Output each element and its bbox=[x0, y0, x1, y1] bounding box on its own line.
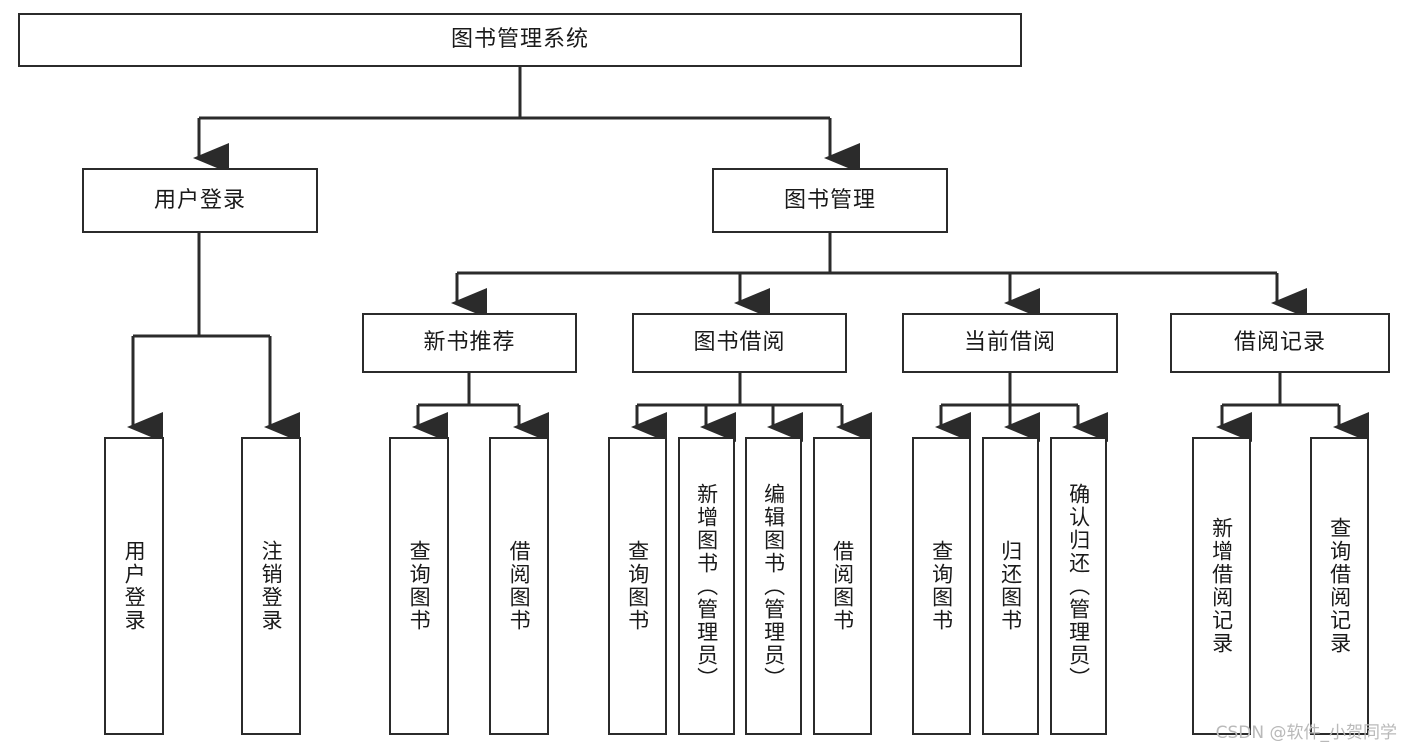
node-user-login[interactable]: 用户登录 bbox=[82, 168, 318, 233]
leaf-record-query-record[interactable]: 查询借阅记录 bbox=[1310, 437, 1369, 735]
node-label: 用户登录 bbox=[122, 540, 147, 632]
node-label: 查询图书 bbox=[625, 540, 650, 632]
node-label: 查询图书 bbox=[407, 540, 432, 632]
node-label: 图书借阅 bbox=[693, 330, 786, 356]
node-label: 用户登录 bbox=[153, 187, 246, 213]
node-label: 新增图书（管理员） bbox=[694, 482, 719, 690]
leaf-recommend-borrow-book[interactable]: 借阅图书 bbox=[489, 437, 549, 735]
leaf-user-login-signout[interactable]: 注销登录 bbox=[241, 437, 301, 735]
leaf-recommend-query-book[interactable]: 查询图书 bbox=[389, 437, 449, 735]
node-label: 图书管理系统 bbox=[450, 27, 589, 53]
leaf-borrow-edit-book-admin[interactable]: 编辑图书（管理员） bbox=[745, 437, 802, 735]
node-label: 编辑图书（管理员） bbox=[761, 482, 786, 690]
node-label: 新增借阅记录 bbox=[1209, 517, 1234, 655]
node-label: 归还图书 bbox=[998, 540, 1023, 632]
node-root-system[interactable]: 图书管理系统 bbox=[18, 13, 1022, 67]
node-label: 借阅图书 bbox=[830, 540, 855, 632]
node-label: 图书管理 bbox=[783, 187, 876, 213]
node-label: 注销登录 bbox=[259, 540, 284, 632]
node-label: 借阅记录 bbox=[1233, 330, 1326, 356]
node-label: 确认归还（管理员） bbox=[1066, 482, 1091, 690]
leaf-current-return-book[interactable]: 归还图书 bbox=[982, 437, 1039, 735]
node-book-borrow[interactable]: 图书借阅 bbox=[632, 313, 847, 373]
leaf-borrow-add-book-admin[interactable]: 新增图书（管理员） bbox=[678, 437, 735, 735]
leaf-current-confirm-return-admin[interactable]: 确认归还（管理员） bbox=[1050, 437, 1107, 735]
node-current-borrow[interactable]: 当前借阅 bbox=[902, 313, 1118, 373]
node-label: 当前借阅 bbox=[963, 330, 1056, 356]
node-book-management[interactable]: 图书管理 bbox=[712, 168, 948, 233]
leaf-borrow-query-book[interactable]: 查询图书 bbox=[608, 437, 667, 735]
node-new-book-recommend[interactable]: 新书推荐 bbox=[362, 313, 577, 373]
leaf-record-add-record[interactable]: 新增借阅记录 bbox=[1192, 437, 1251, 735]
node-label: 查询借阅记录 bbox=[1327, 517, 1352, 655]
node-label: 借阅图书 bbox=[507, 540, 532, 632]
leaf-user-login-signin[interactable]: 用户登录 bbox=[104, 437, 164, 735]
node-borrow-record[interactable]: 借阅记录 bbox=[1170, 313, 1390, 373]
node-label: 查询图书 bbox=[929, 540, 954, 632]
leaf-borrow-borrow-book[interactable]: 借阅图书 bbox=[813, 437, 872, 735]
leaf-current-query-book[interactable]: 查询图书 bbox=[912, 437, 971, 735]
node-label: 新书推荐 bbox=[423, 330, 516, 356]
